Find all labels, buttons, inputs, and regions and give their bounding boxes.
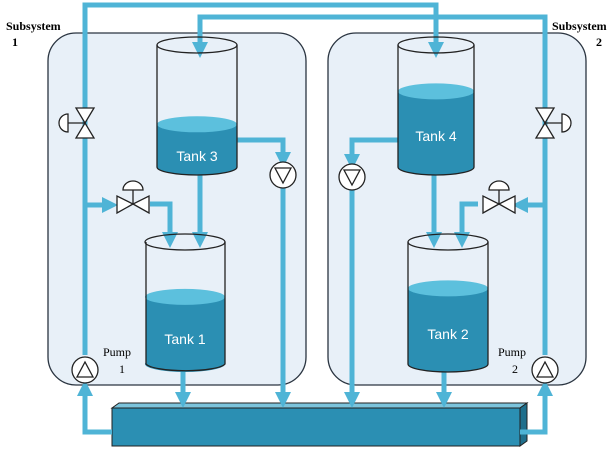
pipe-valve1-to-tank1 [150,201,179,249]
subsystem-2-panel [327,32,587,386]
pipes [76,2,554,435]
drain-pump-tank3-icon [269,161,297,189]
pipe-tank4-outflow [343,137,400,171]
pump-1-number: 1 [119,362,125,376]
tank-3: Tank 3 [156,36,238,176]
subsystem-1-title: Subsystem [6,19,61,33]
pipe-tank3-outflow [237,137,292,169]
valve-2-horizontal [482,180,516,215]
pump-2-number: 2 [512,362,518,376]
pump-2-label: Pump [498,345,526,359]
subsystem-1-number: 1 [12,35,18,49]
valve-1-vertical [58,107,96,139]
pump-1-label: Pump [103,345,131,359]
subsystem-2-number: 2 [596,35,602,49]
drain-pump-tank4-icon [338,163,366,191]
pipe-reservoir-to-pump2 [520,379,554,435]
pipe-pump2-to-tank3 [191,14,548,355]
tank-4: Tank 4 [397,36,475,176]
subsystem-2-title: Subsystem [552,19,607,33]
pump-1-icon [71,356,99,384]
tank-3-label: Tank 3 [176,148,217,164]
pipe-pump1-to-tank4 [82,2,445,355]
pump-2-icon [531,356,559,384]
tank-1-label: Tank 1 [164,331,205,347]
tank-2: Tank 2 [407,233,489,373]
tank-4-label: Tank 4 [415,128,456,144]
tank-2-label: Tank 2 [427,326,468,342]
subsystem-1-panel [47,32,307,386]
valve-2-vertical [534,107,572,139]
pipe-valve2-to-tank2 [453,201,478,249]
tank-1: Tank 1 [144,233,226,372]
reservoir [110,402,529,447]
valve-1-horizontal [116,180,150,215]
pipe-reservoir-to-pump1 [76,379,112,435]
